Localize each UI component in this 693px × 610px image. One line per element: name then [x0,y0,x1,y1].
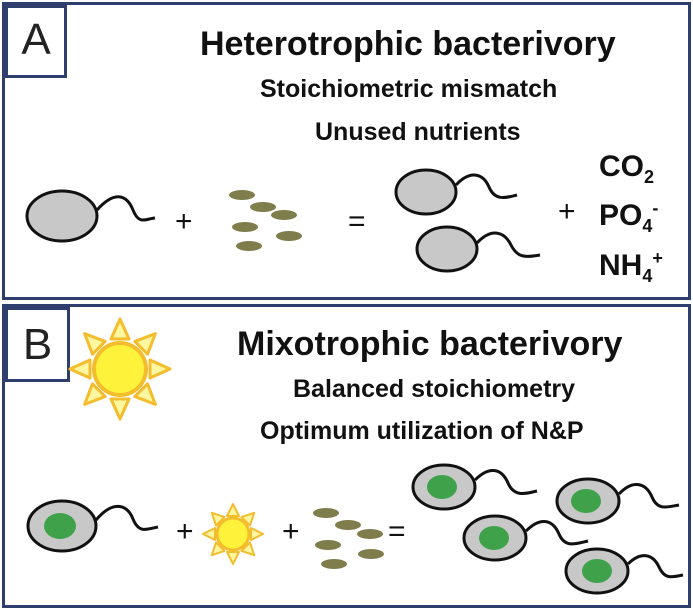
sun-icon [202,503,264,565]
plus-sign: + [176,515,194,548]
plus-sign: + [282,515,300,548]
mixotroph-cell [555,477,680,525]
panel-b-subtitle-2: Optimum utilization of N&P [260,417,584,445]
po4-label: PO4- [599,198,658,237]
panel-a-subtitle-2: Unused nutrients [315,118,521,146]
co2-base: CO [599,150,644,183]
plus-sign: + [175,205,193,238]
nh4-base: NH [599,249,643,282]
panel-a-subtitle-1: Stoichiometric mismatch [260,75,558,103]
equals-sign: = [348,205,366,238]
flagellate-cell [415,225,541,273]
equals-sign: = [388,515,406,548]
co2-label: CO2 [599,150,654,188]
panel-a: A Heterotrophic bacterivory Stoichiometr… [2,2,691,300]
flagellate-cell [394,168,518,216]
flagellate-cell [25,189,156,243]
po4-base: PO [599,199,643,232]
po4-sup: - [652,198,659,218]
mixotroph-cell [26,499,159,553]
panel-b-label: B [5,307,70,382]
panel-a-illustration [25,168,541,273]
nh4-sub: 4 [642,266,653,286]
panel-b-title: Mixotrophic bacterivory [237,325,623,363]
bacteria-cluster [313,508,384,569]
mixotroph-cell [462,514,589,562]
panel-a-label: A [5,5,67,78]
mixotroph-cell [411,463,538,511]
plus-sign: + [558,195,576,228]
bacteria-cluster [229,190,302,251]
nh4-label: NH4+ [599,248,663,287]
sun-icon [68,317,172,421]
co2-sub: 2 [644,167,655,187]
nh4-sup: + [652,248,663,268]
mixotroph-cell [564,547,684,595]
panel-b-subtitle-1: Balanced stoichiometry [293,375,576,403]
panel-b: B Mixotrophic bacterivory Balanced stoic… [2,304,691,608]
po4-sub: 4 [642,216,653,236]
panel-b-illustration [26,317,684,595]
panel-a-title: Heterotrophic bacterivory [200,25,616,63]
